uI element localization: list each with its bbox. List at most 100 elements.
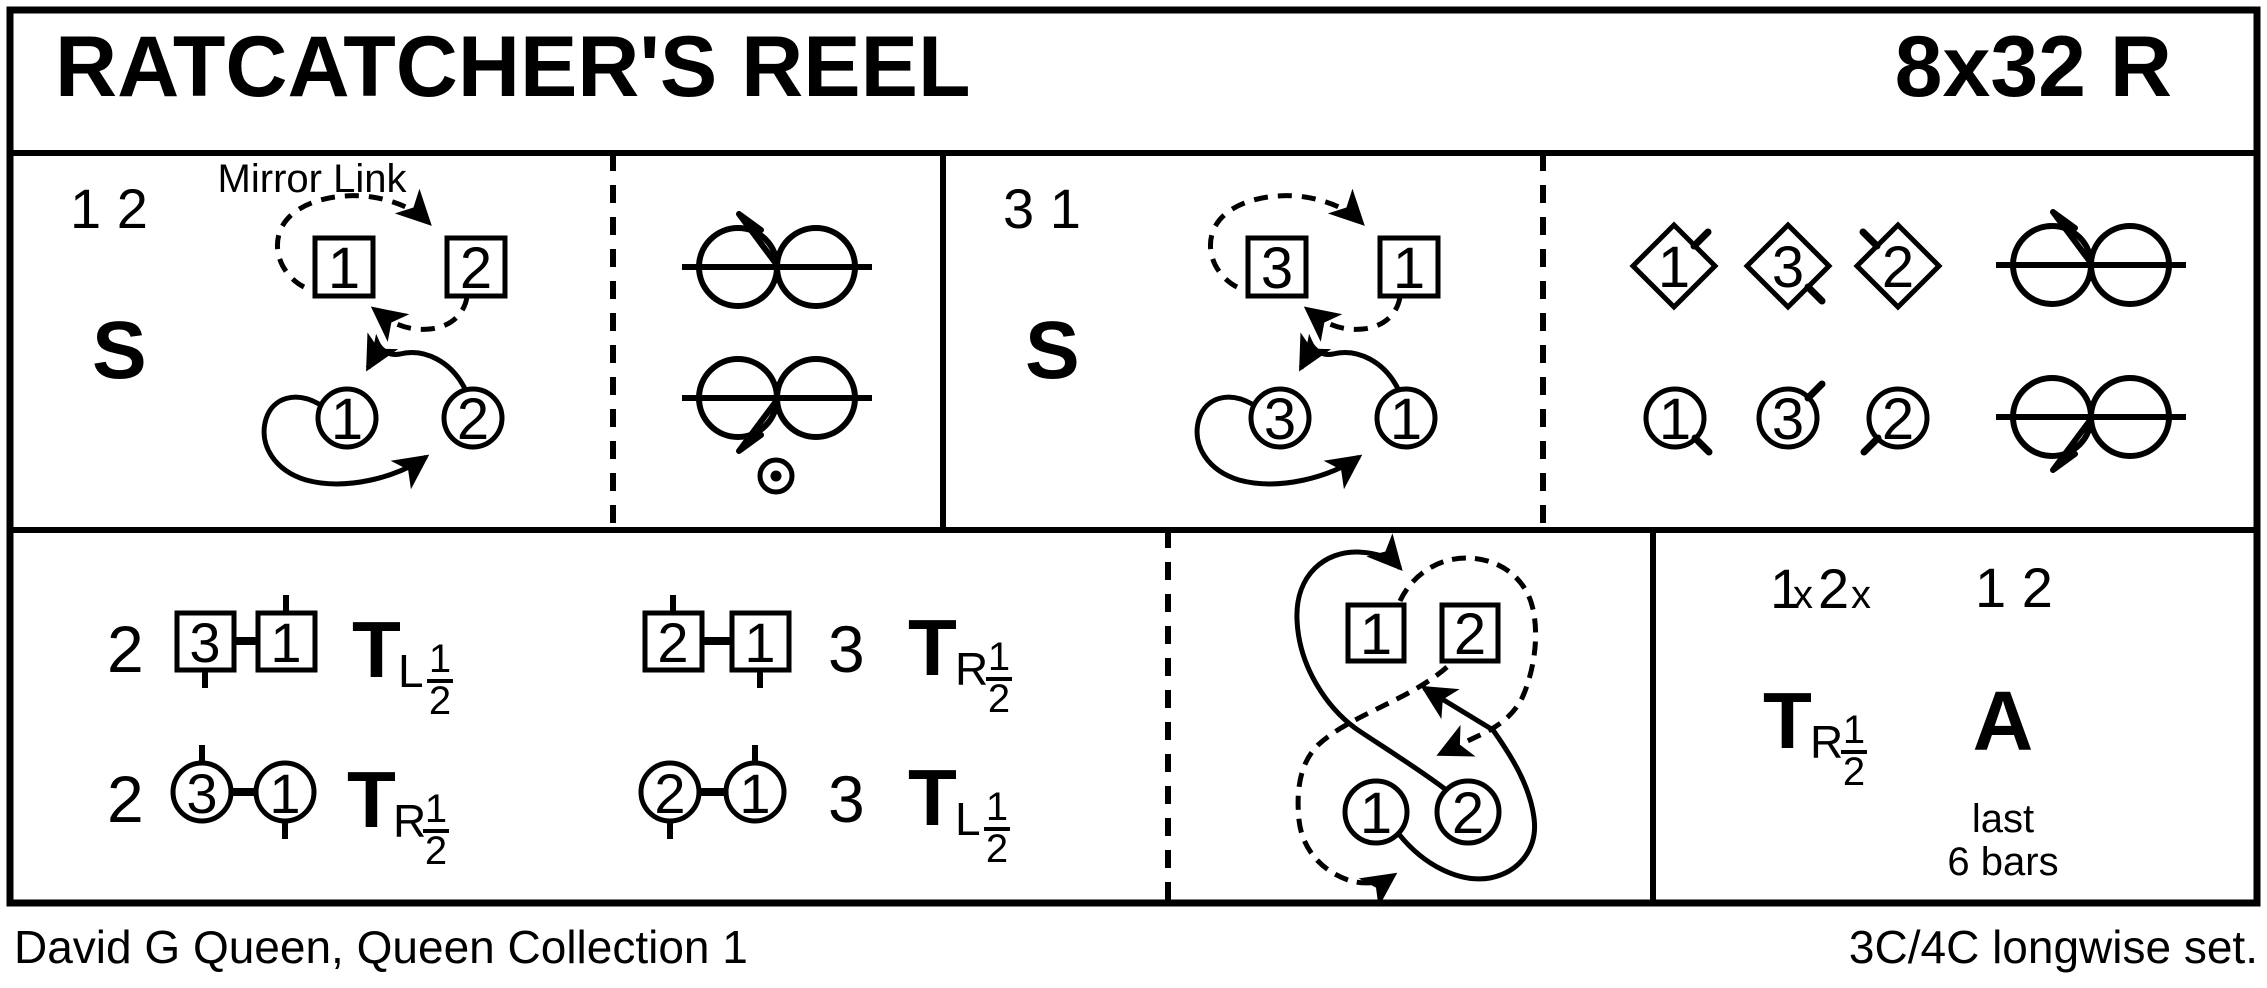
woman-2-number: 2 (654, 762, 685, 825)
header: RATCATCHER'S REEL 8x32 R (55, 19, 2172, 115)
turn-hand: R (1810, 716, 1843, 768)
crossed-couple-1: 1 (1770, 557, 1801, 620)
position-circle-3-tick (1804, 380, 1826, 402)
woman-1-number: 1 (1360, 781, 1392, 846)
woman-1-tournee-path (1396, 685, 1538, 882)
set-type: 3C/4C longwise set. (1849, 921, 2258, 973)
man-3-box (1245, 235, 1309, 299)
man-1-number: 1 (1360, 602, 1392, 667)
turn-row-1-right: 2 1 3 T R 1 2 (642, 595, 1012, 721)
diamond-3-number: 3 (1772, 235, 1804, 300)
position-circle-1-number: 1 (1659, 387, 1691, 452)
couple-rotate-bottom-symbol (682, 359, 872, 451)
turn-hand: L (955, 793, 981, 845)
turn-symbol: T (347, 755, 396, 844)
cell-diamond-positions: 1 3 2 1 3 2 (1629, 212, 2186, 470)
woman-2-tournee-path (1294, 533, 1451, 794)
turn-symbol: T (908, 753, 957, 842)
couples-label: 1 2 (70, 177, 148, 240)
cell-tournee: 1 2 1 2 (1294, 533, 1539, 908)
frame (6, 6, 2261, 907)
set-symbol: S (92, 305, 147, 396)
woman-3-number: 3 (1264, 387, 1296, 452)
couple-rotate-top-symbol (1996, 212, 2186, 304)
dance-title: RATCATCHER'S REEL (55, 19, 970, 115)
dance-repeat-code: 8x32 R (1895, 19, 2172, 115)
man-2-box (444, 235, 508, 299)
woman-3-number: 3 (186, 762, 217, 825)
turn-row-1-left: 2 3 1 T L 1 2 (107, 595, 453, 723)
crossed-couple-1-mark: x (1793, 573, 1813, 617)
turn-row-2-left: 2 3 1 T R 1 2 (107, 745, 449, 873)
man-3-number: 3 (1261, 236, 1293, 301)
crossed-couple-2: 2 (1818, 557, 1849, 620)
note-line-2: 6 bars (1947, 840, 2058, 884)
woman-3-circle (1248, 386, 1312, 450)
fraction-denominator: 2 (1843, 750, 1865, 794)
man-1-number: 1 (270, 611, 301, 674)
cell-half-turns: 2 3 1 T L 1 2 2 3 1 T R 1 2 (107, 595, 1012, 873)
couple-rotate-top-symbol (682, 214, 872, 306)
woman-2-circle (1434, 778, 1502, 846)
woman-1-number: 1 (269, 762, 300, 825)
turn-hand: R (955, 643, 988, 695)
diamond-2-number: 2 (1882, 235, 1914, 300)
man-3-number: 3 (189, 611, 220, 674)
bar-count: 2 (107, 612, 144, 686)
position-circle-2-tick (1860, 434, 1882, 456)
fraction-denominator: 2 (429, 679, 451, 723)
man-1-box (1345, 602, 1407, 664)
position-circle-1-tick (1691, 434, 1713, 456)
man-1-number: 1 (1393, 236, 1425, 301)
man-1-number: 1 (744, 611, 775, 674)
man-1-box (312, 235, 376, 299)
turn-row-2-right: 2 1 3 T L 1 2 (638, 745, 1010, 871)
woman-2-number: 2 (1452, 781, 1484, 846)
diamond-2-tick (1859, 228, 1881, 250)
position-circle-2 (1866, 386, 1930, 450)
fraction-denominator: 2 (988, 677, 1010, 721)
woman-1-circle (315, 386, 379, 450)
bar-count: 3 (828, 612, 865, 686)
bar-count: 2 (107, 762, 144, 836)
man-1-number: 1 (328, 236, 360, 301)
turn-symbol: T (1763, 676, 1812, 765)
fraction-denominator: 2 (425, 829, 447, 873)
woman-1-number: 1 (331, 387, 363, 452)
fraction-denominator: 2 (986, 827, 1008, 871)
cell-couple-rotation-symbols (682, 214, 872, 495)
woman-1-circle (1342, 778, 1410, 846)
couples-label: 3 1 (1003, 177, 1081, 240)
mirror-link-caption: Mirror Link (218, 157, 408, 201)
outer-border (6, 6, 2261, 907)
man-1-box (1377, 235, 1441, 299)
cell-set-and-mirror-link-31: 3 1 S 3 1 3 1 (1003, 177, 1441, 484)
face-dot (770, 470, 782, 482)
position-circle-3 (1756, 386, 1820, 450)
fraction-numerator: 1 (1843, 708, 1865, 752)
man-2-number: 2 (460, 236, 492, 301)
woman-2-circle (441, 386, 505, 450)
woman-1-number: 1 (1390, 387, 1422, 452)
man-1-tournee-path (1295, 665, 1449, 908)
position-circle-1 (1643, 386, 1707, 450)
cell-final-turn-advance: 1 x 2 x 1 2 T R 1 2 A last 6 bars (1763, 556, 2059, 884)
diamond-1-tick (1690, 228, 1712, 250)
man-2-number: 2 (657, 611, 688, 674)
cell-set-and-mirror-link-12: 1 2 Mirror Link S 1 2 1 2 (70, 157, 508, 484)
couples-label: 1 2 (1975, 556, 2053, 619)
deviser-credit: David G Queen, Queen Collection 1 (14, 921, 748, 973)
turn-hand: L (398, 645, 424, 697)
set-symbol: S (1025, 305, 1080, 396)
woman-1-circle (1374, 386, 1438, 450)
turn-hand: R (393, 795, 426, 847)
man-2-number: 2 (1454, 602, 1486, 667)
man-2-box (1439, 602, 1501, 664)
diamond-1-number: 1 (1658, 235, 1690, 300)
turn-symbol: T (908, 603, 957, 692)
fraction-numerator: 1 (986, 785, 1008, 829)
couple-rotate-bottom-symbol (1996, 378, 2186, 470)
footer: David G Queen, Queen Collection 1 3C/4C … (14, 921, 2258, 973)
turn-symbol: T (352, 605, 401, 694)
